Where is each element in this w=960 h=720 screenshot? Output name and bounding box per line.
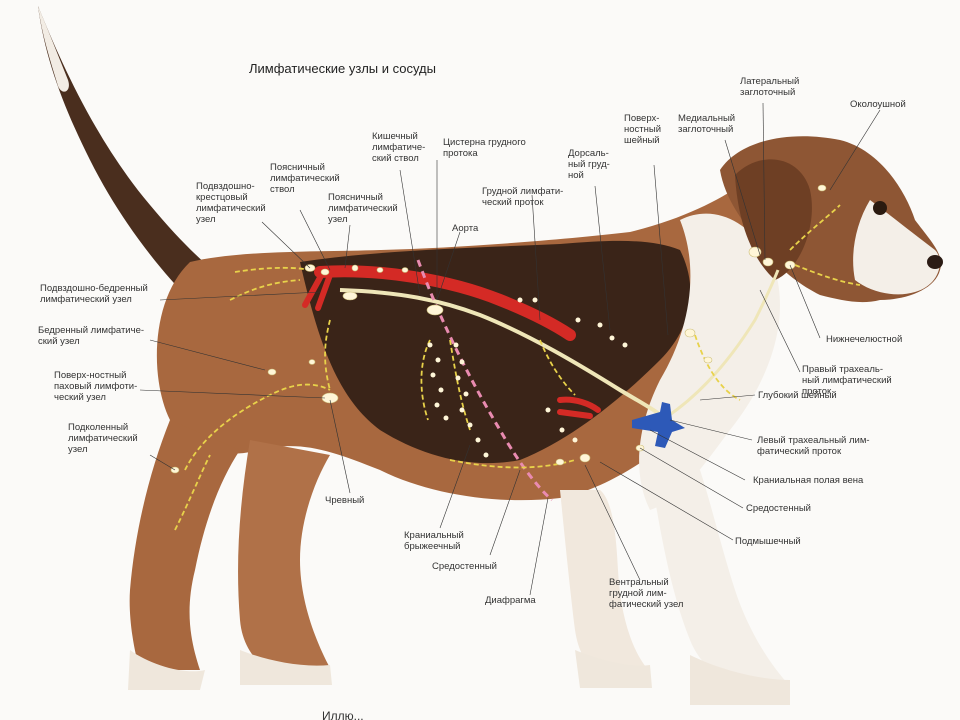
label-mediastinal-right: Средостенный — [746, 503, 811, 514]
hind-leg-front — [238, 440, 330, 668]
label-dorsal-thoracic: Дорсаль-ный груд-ной — [568, 148, 610, 181]
label-deep-cervical: Глубокий шейный — [758, 390, 837, 401]
label-left-tracheal: Левый трахеальный лим-фатический проток — [757, 435, 870, 457]
aorta — [314, 265, 576, 341]
label-mandibular: Нижнечелюстной — [826, 334, 902, 345]
dog-nose — [927, 255, 943, 269]
dog-eye — [873, 201, 887, 215]
aorta-branches — [302, 271, 333, 311]
dog-muzzle — [853, 200, 940, 295]
label-mediastinal-bottom: Средостенный — [432, 561, 497, 572]
dog-tail-tip — [38, 6, 69, 92]
front-leg-front — [650, 470, 790, 686]
cranial-vena-cava — [632, 402, 685, 448]
mesenteric-node-cluster — [427, 297, 628, 458]
lymph-nodes — [170, 184, 827, 474]
hind-leg-back — [129, 420, 240, 670]
figure-caption: Иллю... — [322, 709, 364, 720]
label-diaphragm: Диафрагма — [485, 595, 536, 606]
leader-lines — [139, 102, 881, 596]
tracheal-duct-vessel — [664, 269, 780, 420]
label-celiac: Чревный — [325, 495, 364, 506]
label-thoracic-duct: Грудной лимфати-ческий проток — [482, 186, 563, 208]
page-title: Лимфатические узлы и сосуды — [249, 61, 436, 76]
paws — [128, 650, 790, 705]
artery-chest — [557, 396, 601, 419]
thoracic-duct-vessel — [339, 288, 667, 420]
label-cranial-vena-cava: Краниальная полая вена — [753, 475, 864, 486]
front-leg-back — [560, 490, 650, 672]
label-axillary: Подмышечный — [735, 536, 801, 547]
label-femoral: Бедренный лимфатиче-ский узел — [38, 325, 144, 347]
label-aorta: Аорта — [452, 223, 479, 234]
label-parotid: Околоушной — [850, 99, 906, 110]
dog-tail — [38, 6, 215, 300]
